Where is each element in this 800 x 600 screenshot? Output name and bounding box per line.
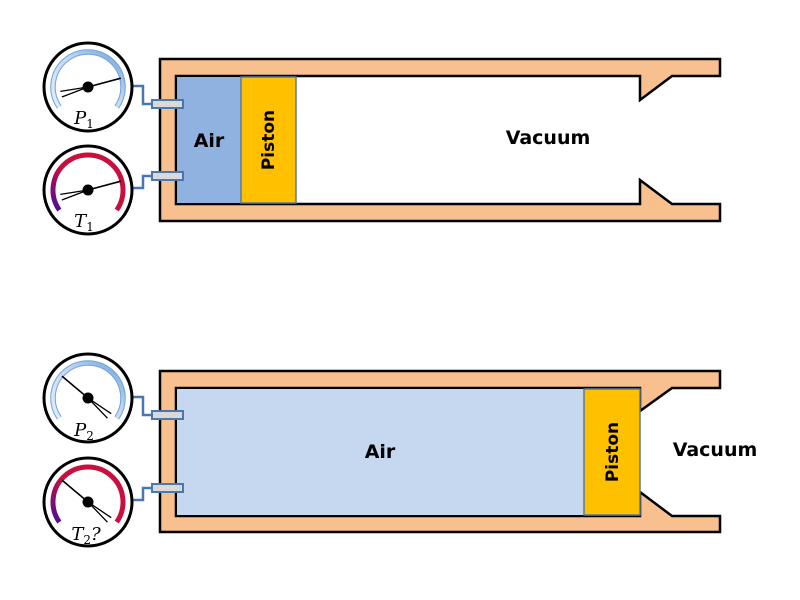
vacuum-label-top: Vacuum bbox=[506, 127, 591, 149]
pressure-pipe-top bbox=[133, 84, 154, 106]
gauge-needle bbox=[87, 180, 122, 191]
air-region-top bbox=[177, 77, 241, 203]
temperature-scale-arc bbox=[50, 464, 126, 524]
pressure-port-bottom bbox=[151, 410, 184, 420]
air-label-top: Air bbox=[194, 130, 225, 152]
temperature-gauge-label-top: T1 bbox=[74, 211, 94, 234]
bottom-state: Air Piston Vacuum P2 T2? bbox=[42, 352, 758, 548]
temperature-scale-arc bbox=[50, 152, 126, 212]
gauge-needle bbox=[87, 77, 122, 88]
gauge-pivot bbox=[82, 81, 94, 93]
pressure-gauge-top bbox=[42, 41, 134, 133]
pressure-port-top bbox=[151, 99, 184, 109]
top-state: Air Piston Vacuum P1 T1 bbox=[42, 41, 722, 236]
gauge-pivot bbox=[82, 496, 94, 508]
temperature-port-bottom bbox=[151, 483, 184, 493]
temperature-port-top bbox=[151, 171, 184, 181]
temperature-pipe-bottom bbox=[133, 486, 154, 502]
temperature-pipe-top bbox=[133, 174, 154, 190]
pressure-gauge-label-bottom: P2 bbox=[73, 420, 94, 443]
pressure-pipe-bottom bbox=[133, 395, 154, 417]
piston-label-bottom: Piston bbox=[603, 422, 623, 482]
piston-top bbox=[240, 76, 297, 204]
gauge-needle bbox=[61, 479, 89, 503]
pressure-gauge-label-top: P1 bbox=[73, 108, 94, 131]
cylinder-wall-top bbox=[158, 57, 722, 223]
pressure-scale-arc bbox=[51, 361, 125, 420]
vacuum-label-bottom: Vacuum bbox=[673, 439, 758, 461]
gauge-pivot bbox=[82, 184, 94, 196]
temperature-gauge-top bbox=[42, 144, 134, 236]
pressure-scale-arc bbox=[51, 50, 125, 109]
temperature-gauge-bottom bbox=[42, 456, 134, 548]
pressure-gauge-bottom bbox=[42, 352, 134, 444]
piston-label-top: Piston bbox=[259, 110, 279, 170]
temperature-gauge-label-bottom: T2? bbox=[71, 524, 101, 547]
air-region-bottom bbox=[177, 389, 584, 515]
gauge-needle bbox=[61, 375, 89, 399]
cylinder-wall-bottom bbox=[158, 369, 722, 534]
air-label-bottom: Air bbox=[365, 441, 396, 463]
gauge-pivot bbox=[82, 392, 94, 404]
piston-bottom bbox=[583, 388, 641, 516]
